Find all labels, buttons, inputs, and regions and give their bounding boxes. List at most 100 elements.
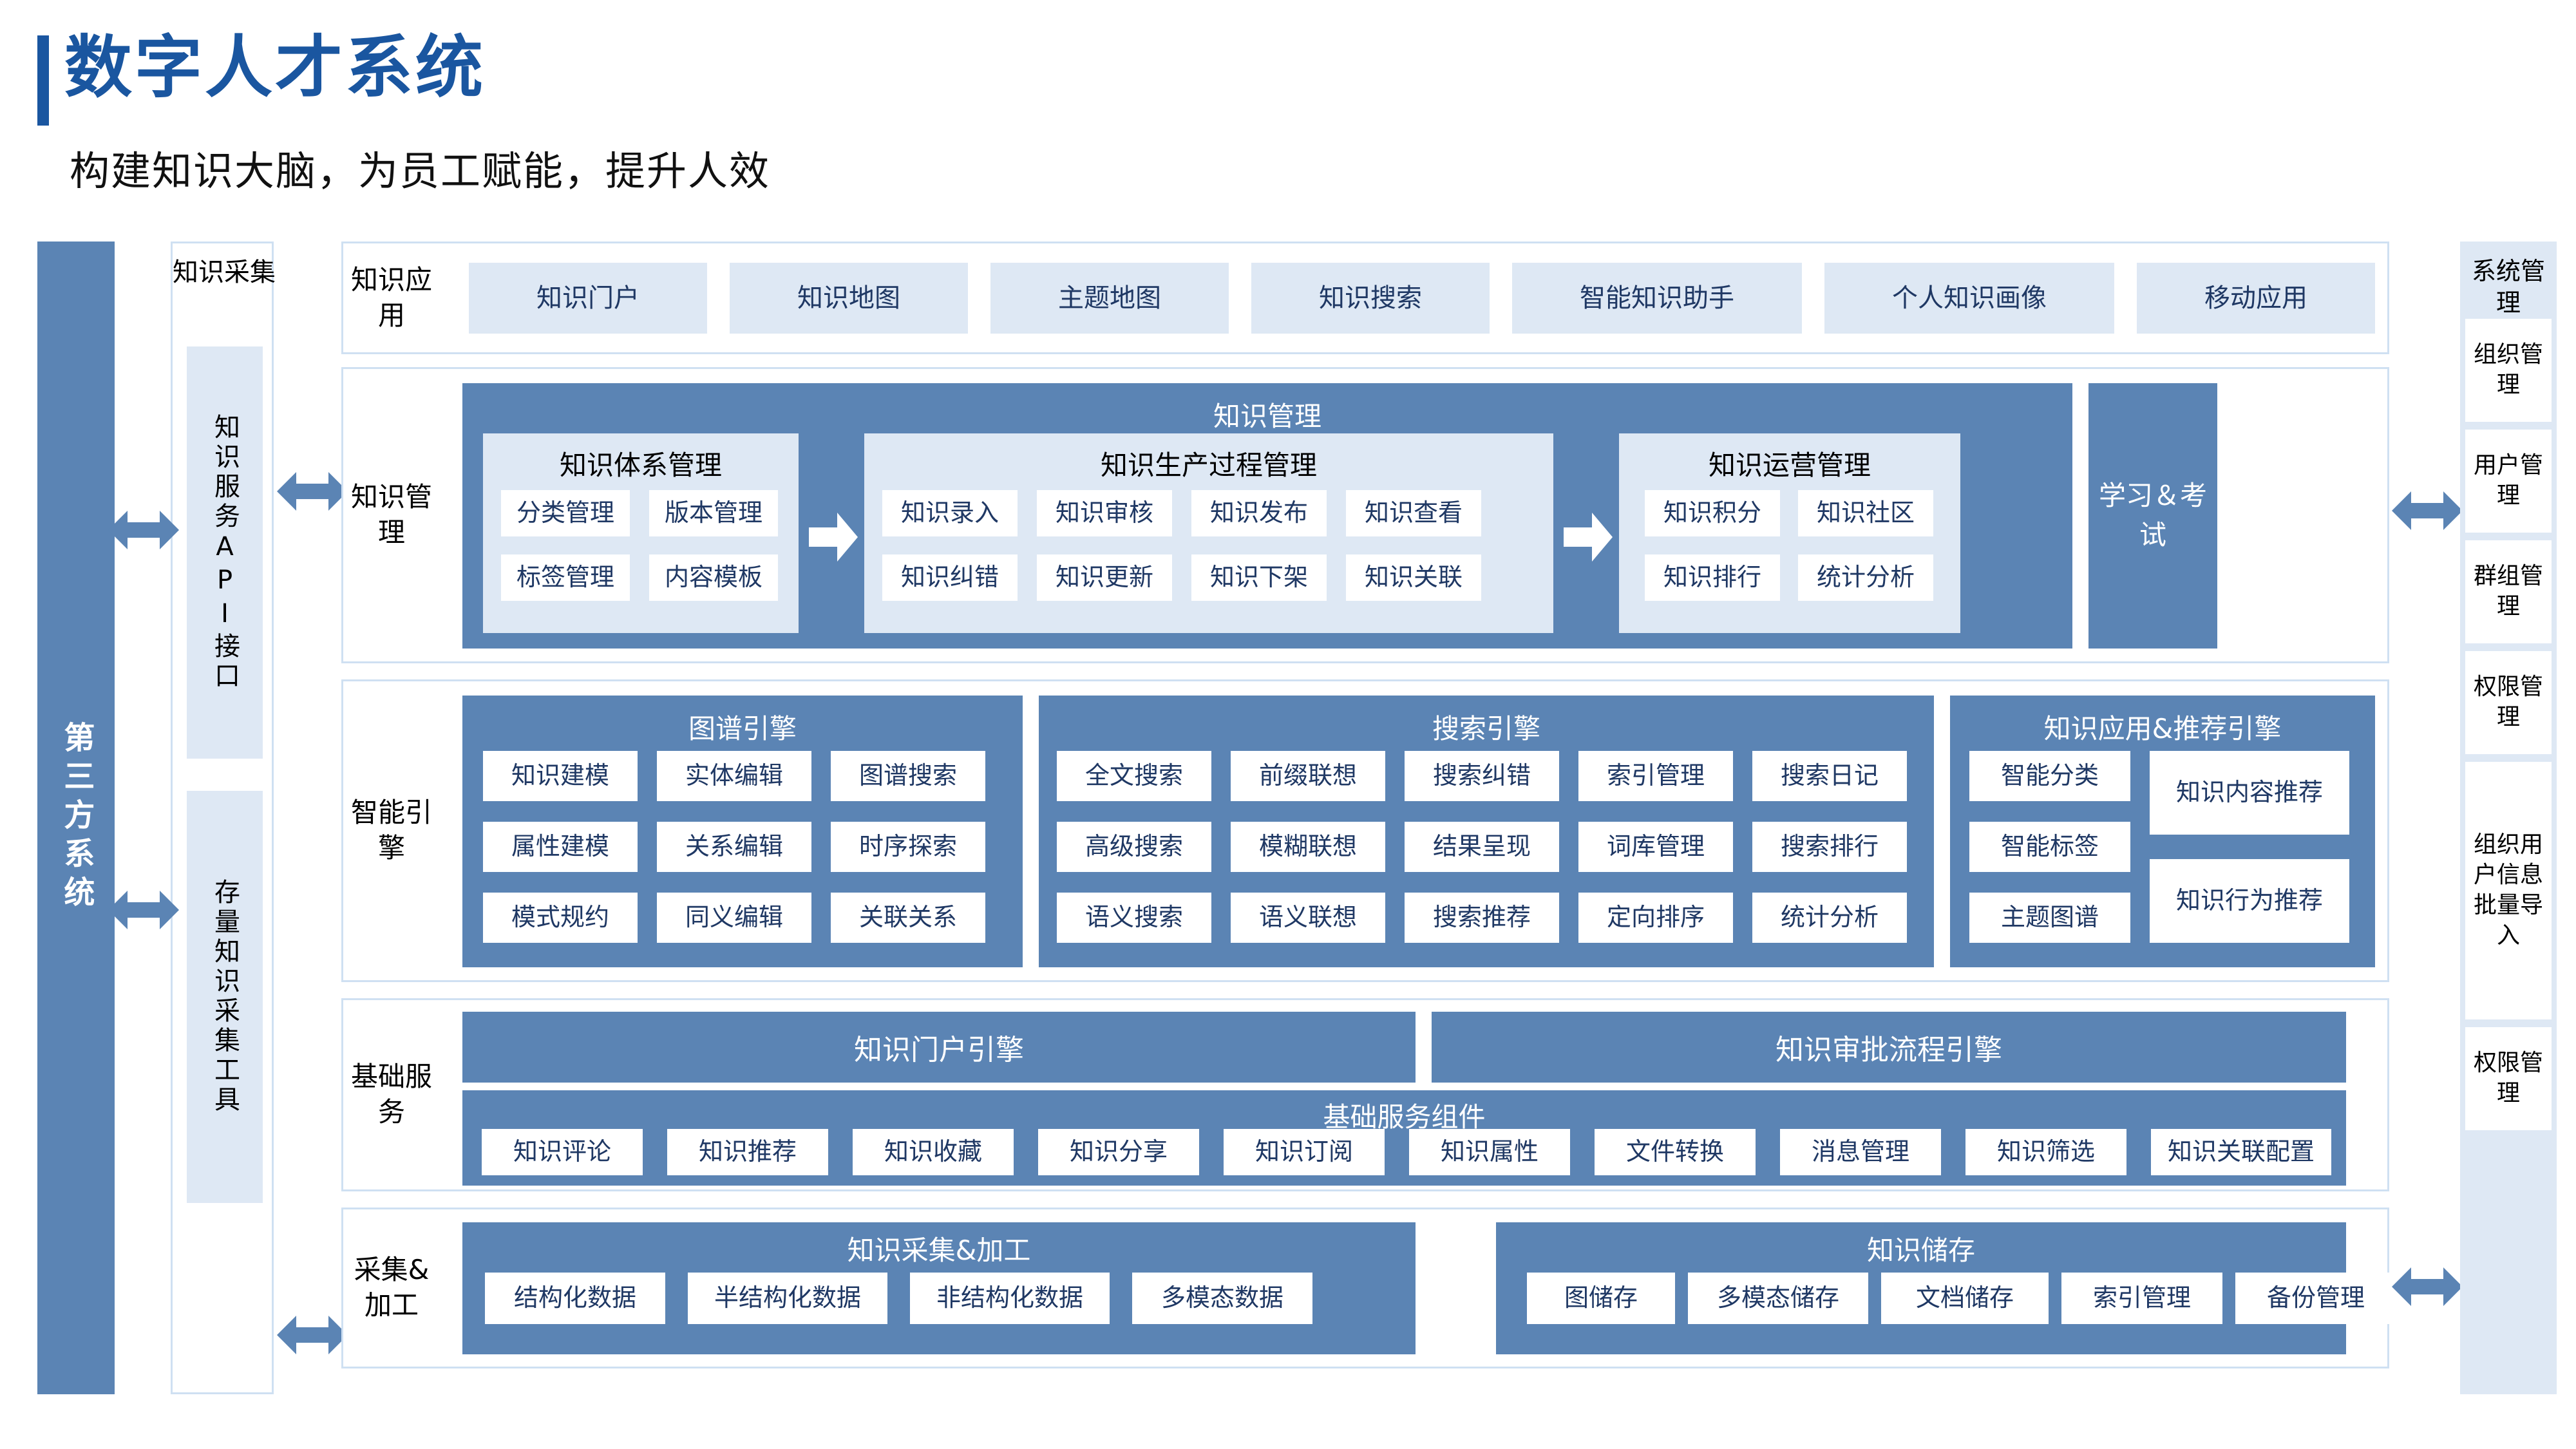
knowledge-collect-column[interactable]: 知识采集 知识服务API接口 存量知识采集工具: [171, 242, 276, 1394]
re-left-3[interactable]: 主题图谱: [1969, 893, 2130, 943]
re-left-2[interactable]: 智能标签: [1969, 822, 2130, 872]
ko-item-4[interactable]: 统计分析: [1798, 554, 1933, 601]
kp-item-7[interactable]: 知识下架: [1191, 554, 1327, 601]
se-item-13[interactable]: 搜索推荐: [1405, 893, 1559, 943]
graph-engine-title: 图谱引擎: [688, 713, 797, 744]
portal-engine-bar[interactable]: 知识门户引擎: [462, 1012, 1416, 1083]
kp-item-5[interactable]: 知识纠错: [882, 554, 1018, 601]
ks-item-3[interactable]: 标签管理: [501, 554, 630, 601]
kp-item-2[interactable]: 知识审核: [1037, 490, 1172, 536]
kp-item-3[interactable]: 知识发布: [1191, 490, 1327, 536]
system-management-column: 系统管理 组织管理 用户管理 群组管理 权限管理 组织用户信息批量导入 权限管理: [2460, 242, 2557, 1394]
st-item-3[interactable]: 文档储存: [1881, 1273, 2049, 1324]
ko-item-3[interactable]: 知识排行: [1645, 554, 1780, 601]
bc-item-1[interactable]: 知识评论: [482, 1129, 643, 1175]
row-panel-engine: 智能引擎 图谱引擎 知识建模 实体编辑 图谱搜索 属性建模 关系编辑 时序探索 …: [341, 679, 2389, 982]
knowledge-management-title: 知识管理: [1213, 401, 1321, 432]
sys-item-group[interactable]: 群组管理: [2465, 540, 2552, 643]
cp-item-2[interactable]: 半结构化数据: [688, 1273, 887, 1324]
study-exam-panel[interactable]: 学习＆考试: [2088, 383, 2217, 649]
re-left-1[interactable]: 智能分类: [1969, 751, 2130, 801]
ge-item-3[interactable]: 图谱搜索: [831, 751, 985, 801]
cp-item-1[interactable]: 结构化数据: [485, 1273, 665, 1324]
st-item-4[interactable]: 索引管理: [2061, 1273, 2222, 1324]
ks-item-2[interactable]: 版本管理: [649, 490, 778, 536]
st-item-5[interactable]: 备份管理: [2235, 1273, 2396, 1324]
st-item-1[interactable]: 图储存: [1527, 1273, 1675, 1324]
se-item-11[interactable]: 语义搜索: [1057, 893, 1211, 943]
app-tile-2[interactable]: 知识地图: [730, 263, 968, 334]
sys-item-permission[interactable]: 权限管理: [2465, 651, 2552, 754]
collect-item-tool[interactable]: 存量知识采集工具: [187, 791, 263, 1203]
bc-item-8[interactable]: 消息管理: [1780, 1129, 1941, 1175]
se-item-7[interactable]: 模糊联想: [1231, 822, 1385, 872]
graph-engine-panel: 图谱引擎 知识建模 实体编辑 图谱搜索 属性建模 关系编辑 时序探索 模式规约 …: [462, 696, 1023, 967]
app-tile-3[interactable]: 主题地图: [990, 263, 1229, 334]
bc-item-7[interactable]: 文件转换: [1595, 1129, 1756, 1175]
subgroup-knowledge-system: 知识体系管理 分类管理 版本管理 标签管理 内容模板: [483, 433, 799, 633]
se-item-10[interactable]: 搜索排行: [1752, 822, 1907, 872]
sys-item-org[interactable]: 组织管理: [2465, 319, 2552, 422]
bc-item-6[interactable]: 知识属性: [1409, 1129, 1570, 1175]
ko-item-2[interactable]: 知识社区: [1798, 490, 1933, 536]
se-item-5[interactable]: 搜索日记: [1752, 751, 1907, 801]
bc-item-2[interactable]: 知识推荐: [667, 1129, 828, 1175]
se-item-8[interactable]: 结果呈现: [1405, 822, 1559, 872]
cp-item-4[interactable]: 多模态数据: [1132, 1273, 1312, 1324]
row-panel-manage: 知识管理 知识管理 知识体系管理 分类管理 版本管理 标签管理 内容模板 知识生…: [341, 367, 2389, 663]
ks-item-4[interactable]: 内容模板: [649, 554, 778, 601]
bc-item-9[interactable]: 知识筛选: [1965, 1129, 2126, 1175]
st-item-2[interactable]: 多模态储存: [1688, 1273, 1868, 1324]
se-item-2[interactable]: 前缀联想: [1231, 751, 1385, 801]
page-title: 数字人才系统: [64, 28, 486, 107]
se-item-4[interactable]: 索引管理: [1578, 751, 1733, 801]
kp-item-4[interactable]: 知识查看: [1346, 490, 1481, 536]
ge-item-4[interactable]: 属性建模: [483, 822, 638, 872]
title-accent-bar: [37, 35, 49, 126]
se-item-6[interactable]: 高级搜索: [1057, 822, 1211, 872]
se-item-12[interactable]: 语义联想: [1231, 893, 1385, 943]
ge-item-5[interactable]: 关系编辑: [657, 822, 811, 872]
se-item-15[interactable]: 统计分析: [1752, 893, 1907, 943]
ge-item-1[interactable]: 知识建模: [483, 751, 638, 801]
double-arrow-icon-right-1: [2392, 491, 2463, 530]
cp-item-3[interactable]: 非结构化数据: [910, 1273, 1110, 1324]
app-tile-4[interactable]: 知识搜索: [1251, 263, 1490, 334]
kp-item-6[interactable]: 知识更新: [1037, 554, 1172, 601]
third-party-label: 第三方系统: [58, 721, 95, 914]
se-item-3[interactable]: 搜索纠错: [1405, 751, 1559, 801]
app-tile-5[interactable]: 智能知识助手: [1512, 263, 1802, 334]
se-item-14[interactable]: 定向排序: [1578, 893, 1733, 943]
collect-item-api[interactable]: 知识服务API接口: [187, 346, 263, 759]
row-label-manage: 知识管理: [350, 481, 432, 548]
third-party-system-column[interactable]: 第三方系统: [37, 242, 115, 1394]
bc-item-5[interactable]: 知识订阅: [1224, 1129, 1385, 1175]
ko-item-1[interactable]: 知识积分: [1645, 490, 1780, 536]
kp-item-1[interactable]: 知识录入: [882, 490, 1018, 536]
row-panel-collect: 采集&加工 知识采集&加工 结构化数据 半结构化数据 非结构化数据 多模态数据 …: [341, 1208, 2396, 1368]
ge-item-6[interactable]: 时序探索: [831, 822, 985, 872]
sys-item-user[interactable]: 用户管理: [2465, 430, 2552, 533]
approval-engine-bar[interactable]: 知识审批流程引擎: [1432, 1012, 2346, 1083]
ge-item-2[interactable]: 实体编辑: [657, 751, 811, 801]
se-item-1[interactable]: 全文搜索: [1057, 751, 1211, 801]
bc-item-10[interactable]: 知识关联配置: [2151, 1129, 2331, 1175]
double-arrow-icon-left-2: [108, 891, 179, 929]
ge-item-8[interactable]: 同义编辑: [657, 893, 811, 943]
app-tile-1[interactable]: 知识门户: [469, 263, 707, 334]
ge-item-7[interactable]: 模式规约: [483, 893, 638, 943]
re-right-1[interactable]: 知识内容推荐: [2150, 751, 2349, 835]
se-item-9[interactable]: 词库管理: [1578, 822, 1733, 872]
ks-item-1[interactable]: 分类管理: [501, 490, 630, 536]
collect-item-api-label: 知识服务API接口: [210, 413, 240, 692]
sys-item-permission-2[interactable]: 权限管理: [2465, 1027, 2552, 1130]
bc-item-3[interactable]: 知识收藏: [853, 1129, 1014, 1175]
re-right-2[interactable]: 知识行为推荐: [2150, 859, 2349, 943]
sys-item-bulk-import[interactable]: 组织用户信息批量导入: [2465, 762, 2552, 1019]
kp-item-8[interactable]: 知识关联: [1346, 554, 1481, 601]
app-tile-7[interactable]: 移动应用: [2137, 263, 2375, 334]
base-components-panel: 基础服务组件 知识评论 知识推荐 知识收藏 知识分享 知识订阅 知识属性 文件转…: [462, 1090, 2346, 1186]
ge-item-9[interactable]: 关联关系: [831, 893, 985, 943]
bc-item-4[interactable]: 知识分享: [1038, 1129, 1199, 1175]
app-tile-6[interactable]: 个人知识画像: [1824, 263, 2114, 334]
